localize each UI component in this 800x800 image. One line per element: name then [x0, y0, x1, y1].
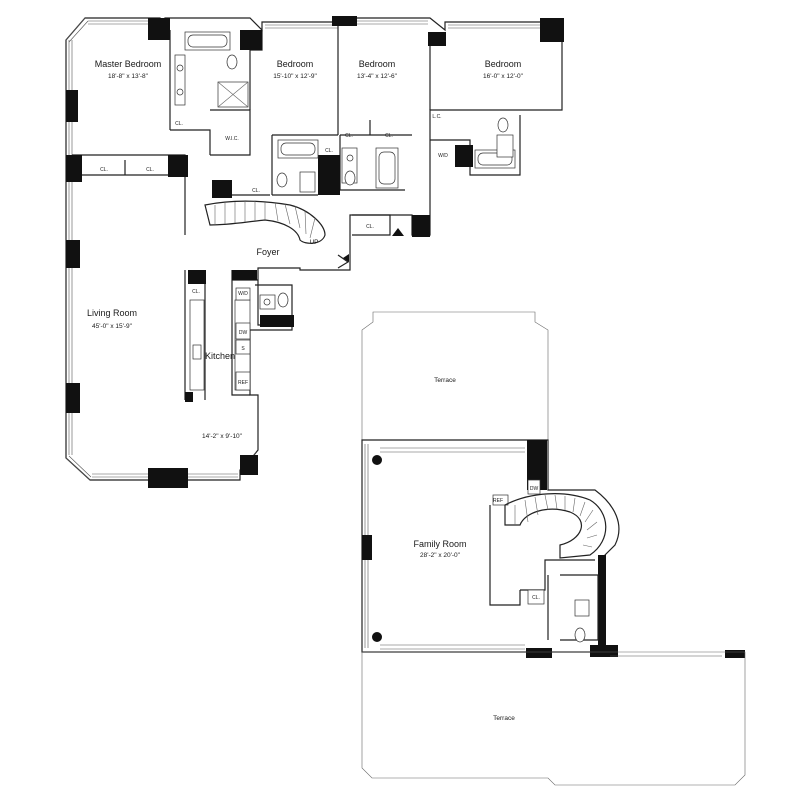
room-name-master-bedroom: Master Bedroom — [95, 59, 162, 69]
bathroom-fixtures — [174, 31, 516, 310]
dishwasher-label: DW — [239, 330, 248, 336]
room-name-foyer: Foyer — [256, 247, 279, 257]
stairs-up-label: UP — [309, 239, 318, 246]
small-annotations: CL. W.I.C. CL. CL. CL. CL. CL. CL. L.C. … — [100, 114, 540, 601]
room-name-terrace-lower: Terrace — [493, 715, 515, 722]
family-room-staircase — [504, 493, 607, 559]
room-name-bedroom-2: Bedroom — [277, 59, 314, 69]
linen-closet-label: L.C. — [432, 114, 441, 120]
structural-columns — [66, 16, 564, 488]
washer-dryer-label: W/D — [438, 153, 448, 159]
upper-terrace-outline — [361, 311, 549, 441]
closet-label: CL. — [146, 167, 154, 173]
foyer-staircase — [204, 200, 404, 269]
walk-in-closet-label: W.I.C. — [225, 136, 239, 142]
room-name-bedroom-3: Bedroom — [359, 59, 396, 69]
room-name-family-room: Family Room — [413, 539, 466, 549]
room-name-kitchen: Kitchen — [205, 351, 235, 361]
closet-label: CL. — [252, 188, 260, 194]
sink-label: S — [241, 346, 245, 352]
closet-label: CL. — [385, 133, 393, 139]
room-name-bedroom-4: Bedroom — [485, 59, 522, 69]
closet-label: CL. — [325, 148, 333, 154]
refrigerator-label: REF — [493, 498, 503, 504]
closet-label: CL. — [532, 595, 540, 601]
room-dims-family-room: 28'-2" x 20'-0" — [420, 552, 461, 559]
room-dims-living-room: 45'-0" x 15'-9" — [92, 323, 133, 330]
room-dims-bedroom-4: 16'-0" x 12'-0" — [483, 73, 524, 80]
refrigerator-label: REF — [238, 380, 248, 386]
closet-label: CL. — [345, 133, 353, 139]
room-labels: Master Bedroom 18'-8" x 13'-8" Bedroom 1… — [87, 59, 524, 722]
room-name-living-room: Living Room — [87, 308, 137, 318]
washer-dryer-label: W/D — [238, 291, 248, 297]
room-dims-kitchen: 14'-2" x 9'-10" — [202, 433, 243, 440]
family-room-outline — [361, 439, 745, 658]
closet-label: CL. — [175, 121, 183, 127]
closet-label: CL. — [192, 289, 200, 295]
closet-label: CL. — [100, 167, 108, 173]
lower-terrace-outline — [361, 651, 746, 786]
room-dims-bedroom-2: 15'-10" x 12'-9" — [273, 73, 317, 80]
room-dims-bedroom-3: 13'-4" x 12'-6" — [357, 73, 398, 80]
dishwasher-label: DW — [530, 486, 539, 492]
room-name-terrace-upper: Terrace — [434, 377, 456, 384]
room-dims-master-bedroom: 18'-8" x 13'-8" — [108, 73, 149, 80]
kitchen-counters — [189, 287, 251, 391]
main-apartment-outline — [65, 17, 563, 481]
closet-label: CL. — [366, 224, 374, 230]
